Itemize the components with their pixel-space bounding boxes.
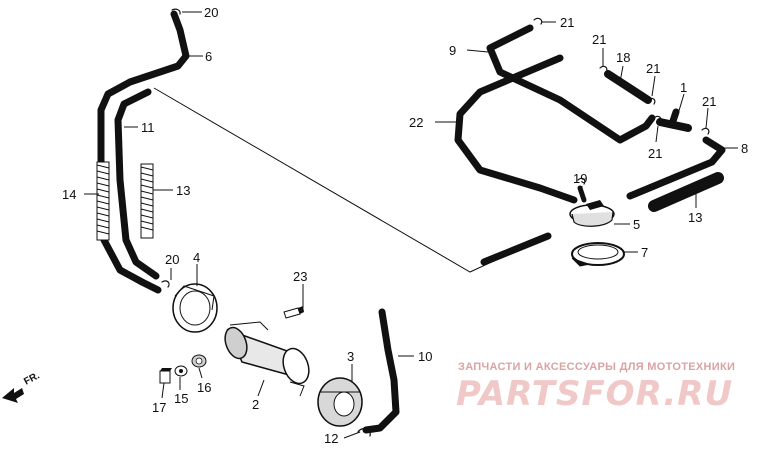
callout-10: 10	[418, 349, 432, 364]
callout-21-c: 21	[646, 61, 660, 76]
callout-9: 9	[449, 43, 456, 58]
clip-12	[357, 427, 371, 437]
clip-20-top	[171, 8, 181, 15]
right-hose-network	[454, 17, 726, 212]
clip-21-a	[533, 17, 543, 25]
front-direction-indicator: FR.	[2, 370, 42, 403]
callout-11: 11	[141, 120, 155, 135]
vent-line	[153, 87, 549, 273]
clip-20-lower	[161, 280, 170, 288]
callout-15: 15	[174, 391, 188, 406]
callout-3: 3	[347, 349, 354, 364]
hose-6-inner	[98, 11, 189, 293]
clip-21-c	[647, 97, 656, 105]
leader-lines	[84, 11, 738, 439]
plate-3	[317, 377, 363, 427]
bolt-23	[283, 306, 304, 319]
watermark-tagline: ЗАПЧАСТИ И АКСЕССУАРЫ ДЛЯ МОТОТЕХНИКИ	[458, 361, 735, 373]
clip-21-b	[599, 65, 608, 73]
callout-13-right: 13	[688, 210, 702, 225]
valve-5	[569, 185, 615, 227]
grommet-16	[191, 354, 207, 368]
callout-1: 1	[680, 80, 687, 95]
callout-4: 4	[193, 250, 200, 265]
callout-12: 12	[324, 431, 338, 446]
callout-18: 18	[616, 50, 630, 65]
callout-21-a: 21	[560, 15, 574, 30]
fuel-pump-2	[224, 321, 310, 397]
spring-13-right	[648, 172, 724, 212]
callout-22: 22	[409, 115, 423, 130]
ring-4	[172, 283, 218, 333]
hose-6	[97, 10, 190, 294]
callout-6: 6	[205, 49, 212, 64]
callout-23: 23	[293, 269, 307, 284]
front-label: FR.	[22, 370, 42, 387]
callout-20-lower: 20	[165, 252, 179, 267]
clamp-7	[571, 242, 625, 267]
t-joint-1	[656, 108, 692, 132]
callout-20-top: 20	[204, 5, 218, 20]
callout-13-left: 13	[176, 183, 190, 198]
callout-7: 7	[641, 245, 648, 260]
callout-5: 5	[633, 217, 640, 232]
callout-21-d: 21	[702, 94, 716, 109]
spring-13-left	[140, 163, 154, 239]
bolt-17	[159, 368, 172, 384]
clip-19	[577, 177, 586, 185]
callout-16: 16	[197, 380, 211, 395]
left-hose-assembly	[96, 8, 190, 294]
callout-19: 19	[573, 171, 587, 186]
hose-10	[362, 308, 400, 434]
clip-21-e	[653, 115, 662, 123]
callout-14: 14	[62, 187, 76, 202]
washer-15	[174, 365, 188, 377]
hose-11-inner	[115, 89, 159, 279]
callout-21-e: 21	[648, 146, 662, 161]
callout-numbers: 20 6 11 14 13 20 4 23 3 2 17 15 16 10 12…	[62, 5, 748, 446]
spring-14	[96, 161, 110, 241]
callout-2: 2	[252, 397, 259, 412]
callout-8: 8	[741, 141, 748, 156]
callout-21-b: 21	[592, 32, 606, 47]
callout-17: 17	[152, 400, 166, 415]
clip-21-d	[701, 127, 710, 135]
watermark-logo: PARTSFOR.RU	[456, 374, 733, 414]
